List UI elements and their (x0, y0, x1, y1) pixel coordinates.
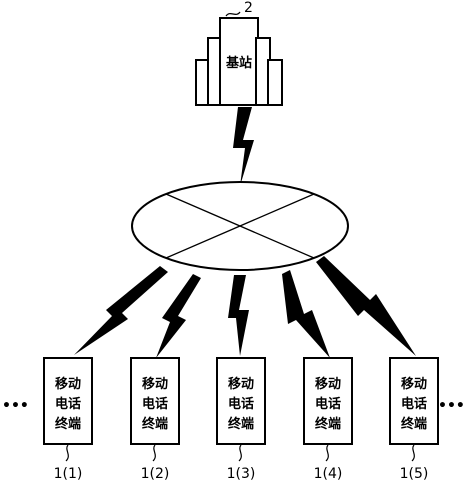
terminal-2-line-1: 移动 (142, 376, 168, 392)
terminal-3-leader (238, 444, 242, 462)
coverage-cross-line-2 (165, 193, 315, 259)
terminal-1-line-1: 移动 (55, 376, 81, 392)
terminal-5-leader (411, 444, 415, 462)
terminal-5: 移动 电话 终端 1(5) (389, 357, 439, 482)
terminal-2: 移动 电话 终端 1(2) (130, 357, 180, 482)
downlink-bolts (74, 256, 416, 358)
downlink-bolt-1 (74, 266, 168, 355)
terminal-4-line-3: 终端 (315, 416, 341, 432)
terminal-3-box (216, 357, 266, 445)
terminal-1-line-2: 电话 (55, 396, 81, 412)
downlink-bolt-3 (228, 275, 249, 356)
terminal-1-line-3: 终端 (55, 416, 81, 432)
terminal-3-ref: 1(3) (227, 466, 256, 482)
terminal-3: 移动 电话 终端 1(3) (216, 357, 266, 482)
base-station-ref: 2 (244, 0, 253, 16)
downlink-bolt-2 (156, 274, 201, 358)
terminal-3-line-3: 终端 (228, 416, 254, 432)
base-station (195, 17, 283, 106)
terminal-4-leader (325, 444, 329, 462)
base-station-leader (225, 11, 241, 17)
terminal-4-line-2: 电话 (315, 396, 341, 412)
terminal-1-leader (65, 444, 69, 462)
terminal-5-line-2: 电话 (401, 396, 427, 412)
terminal-5-box (389, 357, 439, 445)
ellipsis-left: ••• (2, 398, 29, 414)
terminal-4: 移动 电话 终端 1(4) (303, 357, 353, 482)
terminal-3-line-2: 电话 (228, 396, 254, 412)
downlink-bolt-5 (316, 256, 416, 356)
coverage-area (131, 181, 349, 271)
terminal-4-ref: 1(4) (314, 466, 343, 482)
terminal-5-line-3: 终端 (401, 416, 427, 432)
terminal-4-box (303, 357, 353, 445)
uplink-bolt (233, 107, 254, 186)
terminal-1-box (43, 357, 93, 445)
terminal-2-line-2: 电话 (142, 396, 168, 412)
terminal-1-ref: 1(1) (54, 466, 83, 482)
terminal-1: 移动 电话 终端 1(1) (43, 357, 93, 482)
terminal-5-ref: 1(5) (400, 466, 429, 482)
terminal-2-box (130, 357, 180, 445)
terminal-2-ref: 1(2) (141, 466, 170, 482)
terminal-5-line-1: 移动 (401, 376, 427, 392)
ellipsis-right: ••• (438, 398, 465, 414)
terminal-2-leader (152, 444, 156, 462)
downlink-bolt-4 (282, 270, 330, 358)
terminal-4-line-1: 移动 (315, 376, 341, 392)
terminal-2-line-3: 终端 (142, 416, 168, 432)
base-station-center (219, 17, 259, 106)
terminal-3-line-1: 移动 (228, 376, 254, 392)
base-station-label: 基站 (225, 55, 252, 71)
base-station-right-step (267, 59, 283, 106)
